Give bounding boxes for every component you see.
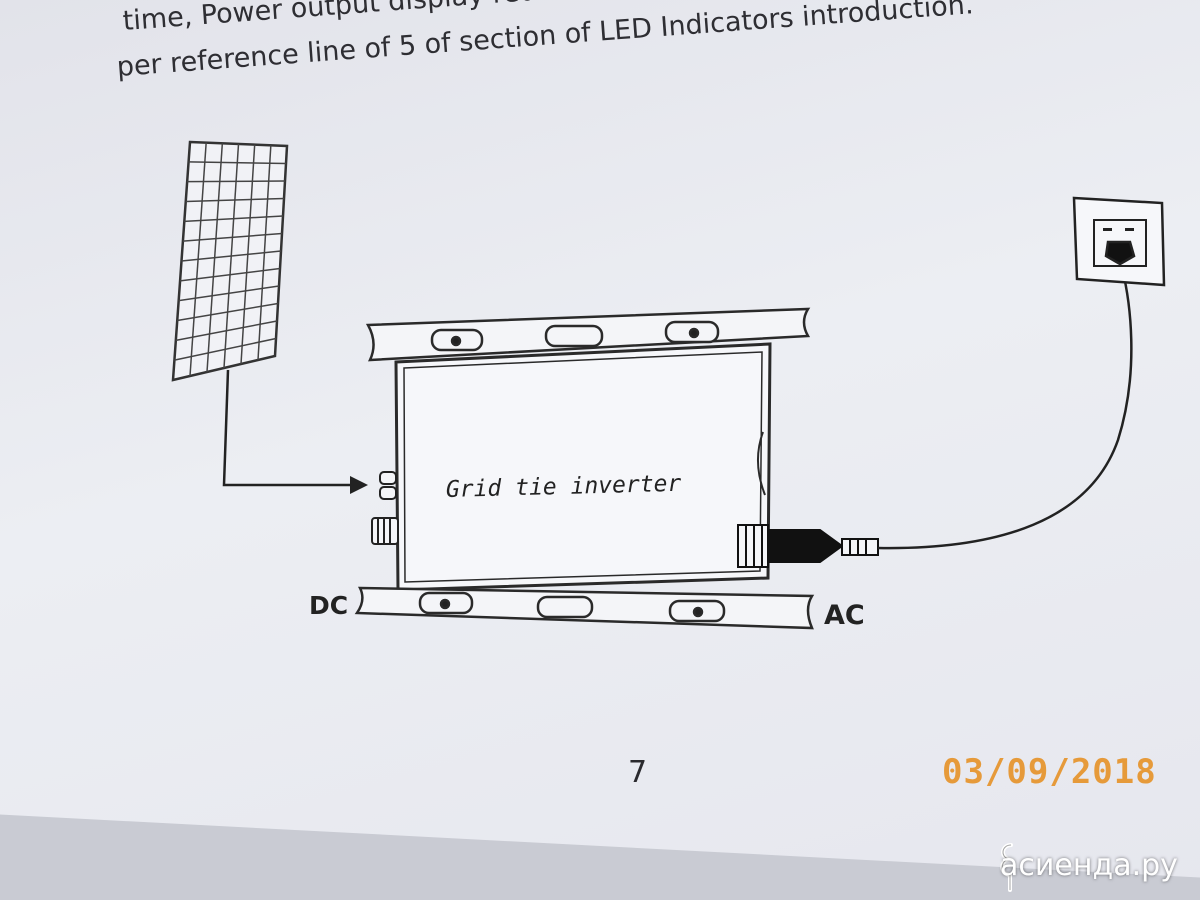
solar-panel [171, 140, 289, 382]
date-stamp: 03/09/2018 [942, 752, 1157, 792]
dc-wire-arrow [222, 369, 368, 494]
solar-cell-divider [174, 337, 277, 361]
solar-cell-divider [181, 250, 282, 262]
ac-plug [737, 524, 879, 568]
inverter-label: Grid tie inverter [446, 471, 682, 503]
solar-cell-divider [184, 215, 284, 223]
solar-cell-divider [182, 232, 283, 242]
watermark-logo-icon [1000, 843, 1014, 892]
inverter-top-bracket [365, 307, 811, 362]
ac-cable [877, 267, 1133, 550]
solar-cell-divider [188, 161, 287, 165]
dc-label: DC [309, 591, 348, 620]
solar-cell-divider [177, 302, 279, 322]
wall-socket [1072, 196, 1166, 287]
page-number: 7 [628, 755, 648, 790]
ac-label: AC [824, 600, 865, 631]
inverter-body [394, 342, 772, 592]
solar-cell-divider [175, 320, 278, 342]
solar-cell-divider [185, 197, 285, 203]
solar-cell-divider [179, 267, 281, 282]
watermark-text: асиенда.ру [1000, 848, 1178, 883]
inverter-bottom-bracket [354, 586, 815, 630]
solar-cell-divider [187, 180, 286, 183]
solar-cell-divider [178, 285, 280, 302]
dc-connectors [371, 471, 399, 545]
